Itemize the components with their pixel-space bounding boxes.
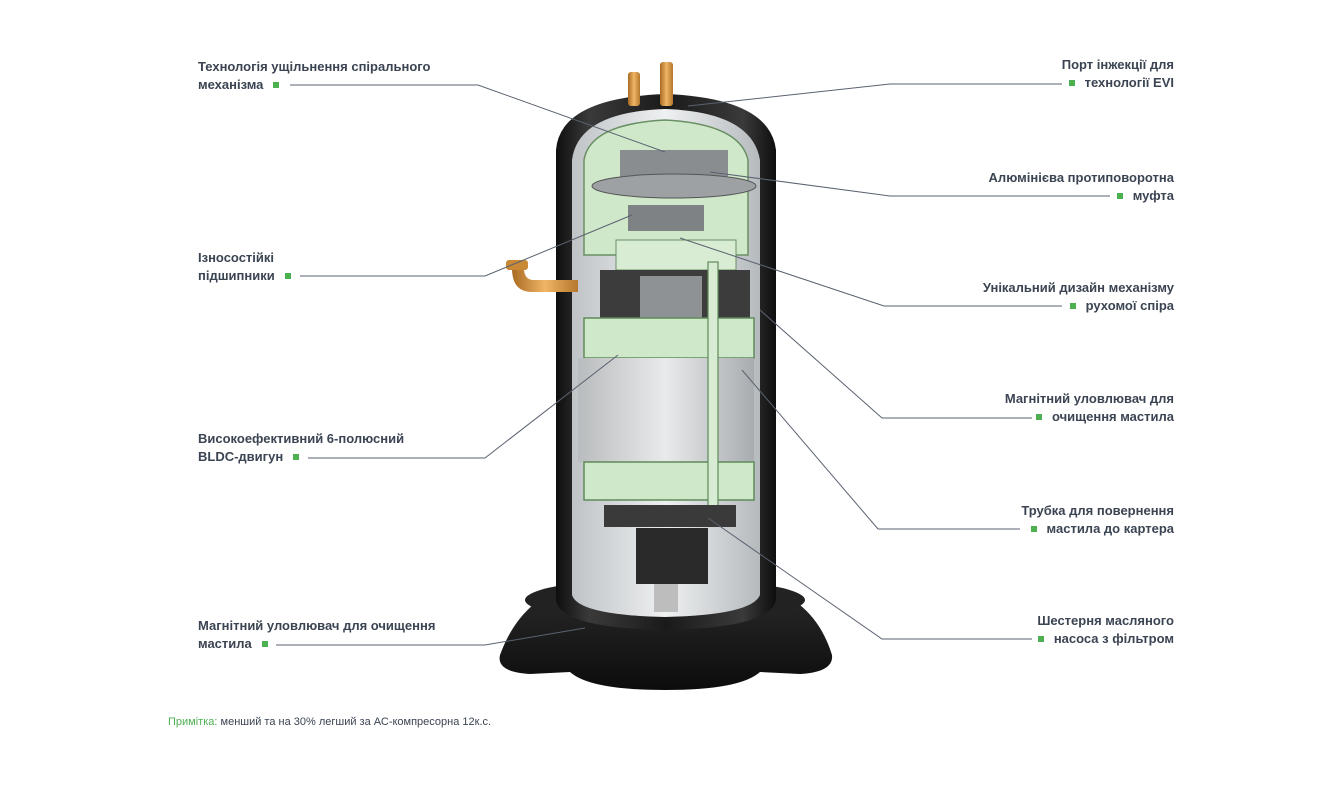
footnote: Примітка: менший та на 30% легший за АС-… xyxy=(168,716,491,728)
bullet-icon xyxy=(1116,192,1123,199)
bearing-housing xyxy=(600,270,750,320)
bullet-icon xyxy=(261,640,268,647)
bullet-icon xyxy=(273,81,280,88)
scroll-section xyxy=(583,119,757,271)
bullet-icon xyxy=(1030,525,1037,532)
bullet-icon xyxy=(1037,635,1044,642)
discharge-pipes xyxy=(628,62,673,106)
label-oil-return-tube: Трубка для повернення мастила до картера xyxy=(1021,503,1174,536)
bullet-icon xyxy=(293,453,300,460)
label-evi-port: Порт інжекції для технології EVI xyxy=(1061,57,1174,90)
bullet-icon xyxy=(284,272,291,279)
bullet-icon xyxy=(1069,302,1076,309)
leader-orbiting-scroll xyxy=(679,237,1062,307)
bullet-icon xyxy=(1035,413,1042,420)
leader-scroll-seal xyxy=(290,84,666,153)
suction-pipe xyxy=(506,260,578,292)
label-orbiting-scroll: Унікальний дизайн механізму рухомої спір… xyxy=(982,280,1174,313)
leader-oil-return-tube xyxy=(741,369,1020,530)
label-oil-magnet-right: Магнітний уловлювач для очищення мастила xyxy=(1004,391,1174,424)
label-bearings: Ізносостійкі підшипники xyxy=(198,249,291,285)
label-oil-pump-gear: Шестерня масляного насоса з фільтром xyxy=(1037,613,1174,646)
leader-bearings xyxy=(300,214,633,277)
bullet-icon xyxy=(1068,79,1075,86)
label-oldham-coupling: Алюмінієва протиповоротна муфта xyxy=(988,170,1174,203)
footnote-key: Примітка: xyxy=(168,716,218,728)
leader-oil-magnet-left xyxy=(276,627,586,646)
label-oil-magnet-left: Магнітний уловлювач для очищення мастила xyxy=(198,618,436,651)
leader-oil-pump-gear xyxy=(707,517,1032,640)
oil-pump-section xyxy=(604,505,736,612)
leader-oil-magnet-right xyxy=(759,309,1032,419)
leader-oldham-coupling xyxy=(709,171,1110,197)
leader-bldc-motor xyxy=(308,354,619,459)
footnote-text: менший та на 30% легший за АС-компресорн… xyxy=(217,716,492,728)
label-scroll-seal: Технологія ущільнення спірального механі… xyxy=(198,59,431,92)
label-bldc-motor: Високоефективний 6-полюсний BLDC-двигун xyxy=(198,431,405,464)
stator-core xyxy=(578,358,754,462)
stator-end-turns-bottom xyxy=(583,461,755,501)
leader-evi-port xyxy=(687,83,1062,107)
